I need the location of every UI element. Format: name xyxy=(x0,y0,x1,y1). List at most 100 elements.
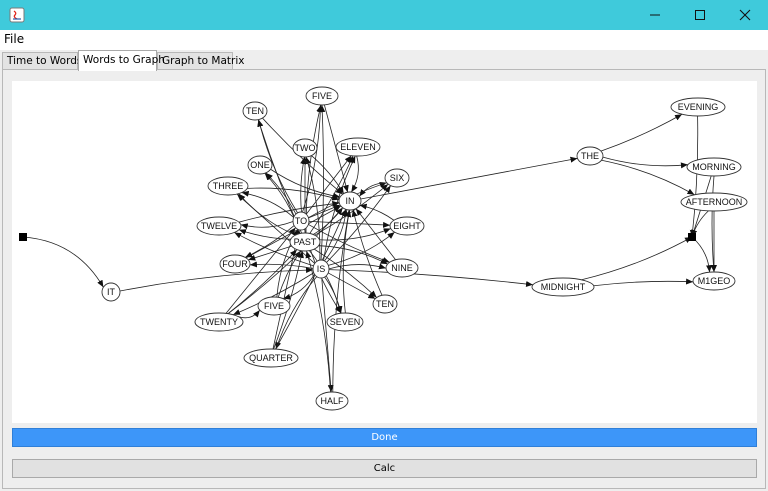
graph-edge xyxy=(240,221,294,230)
calc-button[interactable]: Calc xyxy=(12,459,757,478)
graph-node[interactable]: TEN xyxy=(242,101,268,121)
graph-node[interactable]: FIVE xyxy=(257,296,291,316)
graph-node-label: IN xyxy=(346,196,355,206)
graph-node[interactable]: IN xyxy=(338,191,362,211)
graph-edge xyxy=(22,236,104,288)
graph-node[interactable]: TO xyxy=(292,211,310,231)
tab-time-to-words[interactable]: Time to Words xyxy=(2,52,82,70)
graph-node-label: TO xyxy=(295,216,307,226)
graph-node-ellipse xyxy=(312,259,330,279)
graph-node[interactable]: NINE xyxy=(385,258,419,278)
close-button[interactable] xyxy=(722,0,768,30)
graph-node-ellipse xyxy=(576,146,604,166)
graph-node[interactable]: TWENTY xyxy=(194,312,244,332)
graph-node-ellipse xyxy=(292,211,310,231)
graph-edge xyxy=(275,209,347,350)
graph-node-ellipse xyxy=(389,216,425,236)
graph-node[interactable]: FOUR xyxy=(219,254,251,274)
graph-edge xyxy=(689,115,699,238)
tab-graph-to-matrix[interactable]: Graph to Matrix xyxy=(157,52,244,70)
graph-node-ellipse xyxy=(207,176,249,196)
menu-file[interactable]: File xyxy=(4,32,25,46)
graph-edge xyxy=(227,207,344,314)
maximize-button[interactable] xyxy=(677,0,723,30)
graph-node-label: TWENTY xyxy=(200,317,238,327)
graph-node-ellipse xyxy=(292,138,318,158)
graph-edge xyxy=(300,156,307,213)
graph-node-ellipse xyxy=(385,258,419,278)
graph-edge xyxy=(273,250,304,350)
graph-node-label: MIDNIGHT xyxy=(541,282,586,292)
graph-node-ellipse xyxy=(219,254,251,274)
graph-edge xyxy=(232,272,314,316)
graph-node-ellipse xyxy=(101,282,121,302)
graph-node[interactable]: THREE xyxy=(207,176,249,196)
graph-node[interactable]: FIVE xyxy=(305,86,339,106)
graph-node[interactable]: TEN xyxy=(372,294,398,314)
graph-node[interactable]: MIDNIGHT xyxy=(531,277,595,297)
graph-edge xyxy=(245,205,342,259)
graph-edge xyxy=(305,155,352,215)
graph-node-label: EVENING xyxy=(678,102,719,112)
graph-edge xyxy=(283,273,315,300)
graph-edge xyxy=(328,231,395,266)
graph-edge xyxy=(225,227,296,314)
graph-node[interactable]: SEVEN xyxy=(326,312,364,332)
graph-edge xyxy=(321,277,334,393)
graph-edge xyxy=(326,185,391,263)
graph-edge xyxy=(602,156,688,169)
graph-node-label: THREE xyxy=(213,181,244,191)
graph-node[interactable]: SIX xyxy=(384,168,410,188)
graph-node-label: MORNING xyxy=(692,162,736,172)
graph-node[interactable]: IT xyxy=(101,282,121,302)
graph-node[interactable]: THE xyxy=(576,146,604,166)
graph-node-ellipse xyxy=(686,157,742,177)
graph-node[interactable]: ELEVEN xyxy=(335,137,381,157)
graph-node-label: EIGHT xyxy=(393,221,421,231)
graph-edge xyxy=(262,117,344,195)
graph-canvas: FIVE TEN TWO ELEVEN ONE SIX THREE IN TO TWELVE EIG… xyxy=(12,81,757,423)
graph-edge xyxy=(601,159,695,196)
graph-node[interactable]: MORNING xyxy=(686,157,742,177)
minimize-button[interactable] xyxy=(632,0,678,30)
graph-node[interactable]: EIGHT xyxy=(389,216,425,236)
graph-node-ellipse xyxy=(326,312,364,332)
graph-node[interactable]: ONE xyxy=(247,155,273,175)
graph-edge xyxy=(275,276,318,350)
graph-node-ellipse xyxy=(289,232,321,252)
graph-node[interactable]: QUARTER xyxy=(243,348,299,368)
graph-node[interactable]: EVENING xyxy=(670,97,726,117)
graph-node-label: IS xyxy=(317,264,326,274)
graph-edge xyxy=(305,250,331,393)
calc-button-label: Calc xyxy=(373,463,396,474)
graph-node[interactable]: TWELVE xyxy=(196,216,242,236)
graph-node-label: ONE xyxy=(250,160,270,170)
graph-edge xyxy=(360,156,578,200)
graph-node[interactable]: TWO xyxy=(292,138,318,158)
tab-strip: Time to Words Words to Graph Graph to Ma… xyxy=(0,50,768,71)
graph-node-ellipse xyxy=(243,348,299,368)
tab-words-to-graph[interactable]: Words to Graph xyxy=(78,50,165,71)
graph-node-label: TEN xyxy=(376,299,394,309)
graph-edge xyxy=(691,236,713,273)
graph-node[interactable]: IS xyxy=(312,259,330,279)
graph-node-label: M1GEO xyxy=(698,276,731,286)
graph-node-label: PAST xyxy=(294,237,317,247)
graph-node-ellipse xyxy=(372,294,398,314)
graph-node[interactable]: M1GEO xyxy=(692,271,736,291)
graph-edge xyxy=(328,269,534,287)
graph-node[interactable]: HALF xyxy=(315,391,349,411)
graph-start-marker xyxy=(19,233,27,241)
graph-node-label: TEN xyxy=(246,106,264,116)
graph-node-label: THE xyxy=(581,151,599,161)
graph-edge xyxy=(324,276,343,314)
graph-node-ellipse xyxy=(680,192,748,212)
graph-edge xyxy=(351,209,383,296)
graph-node[interactable]: AFTERNOON xyxy=(680,192,748,212)
graph-node-label: FIVE xyxy=(312,91,332,101)
graph-node-label: ELEVEN xyxy=(340,142,376,152)
graph-node[interactable]: PAST xyxy=(289,232,321,252)
graph-edge xyxy=(311,155,345,194)
maximize-icon xyxy=(695,10,705,20)
graph-edge xyxy=(249,261,314,269)
